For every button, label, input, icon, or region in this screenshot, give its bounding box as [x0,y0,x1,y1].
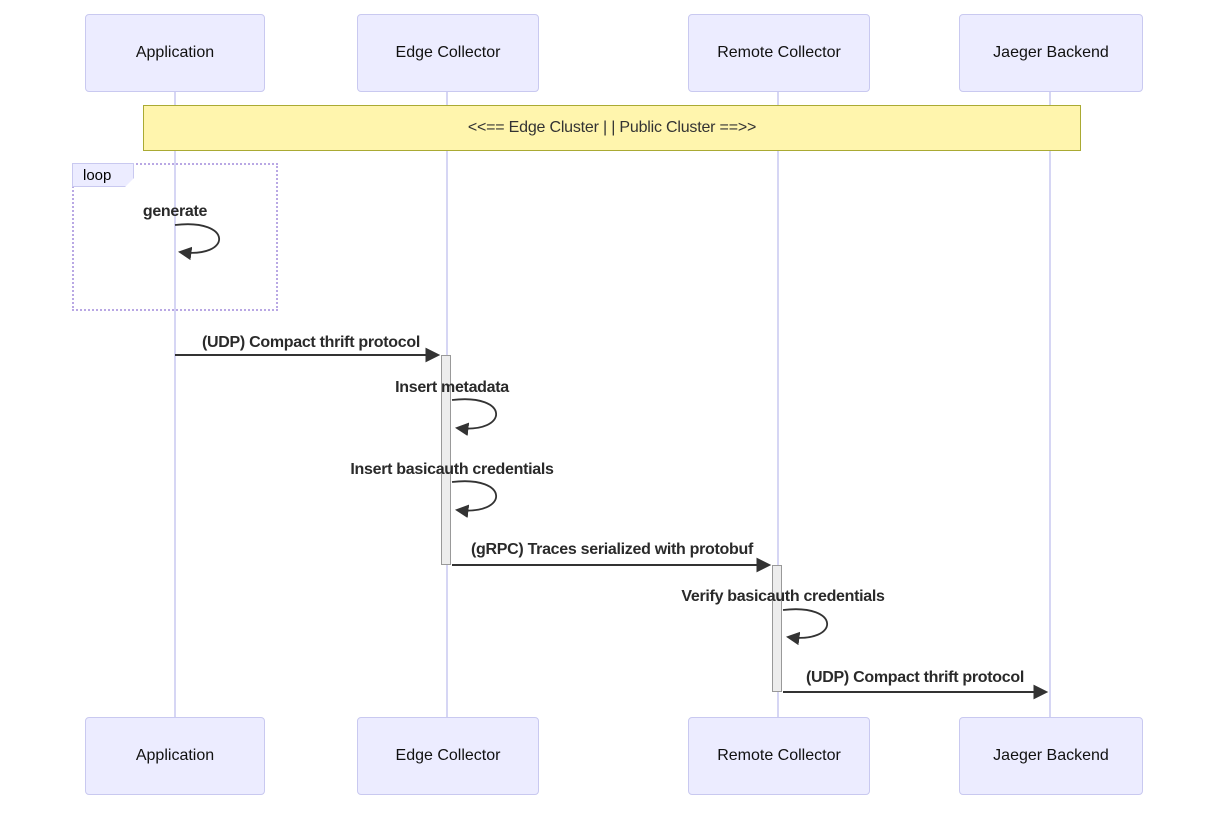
participant-label: Edge Collector [395,44,501,61]
participant-label: Application [135,44,215,61]
participant-label: Edge Collector [395,747,501,764]
message-label-generate: generate [142,203,208,220]
participant-remote-collector-bottom: Remote Collector [688,717,870,795]
message-label-insert-metadata: Insert metadata [395,379,509,396]
self-arrow-insert-metadata [451,398,497,436]
participant-label: Remote Collector [717,44,841,61]
loop-frame: loop [72,163,278,311]
cluster-note-text: <<== Edge Cluster | | Public Cluster ==>… [467,119,757,136]
activation-remote-collector [772,565,782,692]
participant-edge-collector-bottom: Edge Collector [357,717,539,795]
participant-label: Application [135,747,215,764]
message-label-udp-thrift-2: (UDP) Compact thrift protocol [806,669,1024,686]
participant-jaeger-backend-top: Jaeger Backend [959,14,1143,92]
message-label-insert-basicauth: Insert basicauth credentials [350,461,554,478]
participant-jaeger-backend-bottom: Jaeger Backend [959,717,1143,795]
participant-label: Remote Collector [717,747,841,764]
participant-edge-collector-top: Edge Collector [357,14,539,92]
participant-label: Jaeger Backend [993,44,1109,61]
message-label-verify-basicauth: Verify basicauth credentials [681,588,885,605]
participant-remote-collector-top: Remote Collector [688,14,870,92]
message-label-grpc-protobuf: (gRPC) Traces serialized with protobuf [471,541,753,558]
self-arrow-generate [174,223,220,261]
participant-application-bottom: Application [85,717,265,795]
participant-application-top: Application [85,14,265,92]
loop-label: loop [83,166,112,184]
participant-label: Jaeger Backend [993,747,1109,764]
message-label-udp-thrift-1: (UDP) Compact thrift protocol [202,334,420,351]
self-arrow-verify-basicauth [782,608,828,646]
activation-edge-collector [441,355,451,565]
loop-label-tab: loop [72,163,134,187]
self-arrow-insert-basicauth [451,480,497,518]
cluster-note: <<== Edge Cluster | | Public Cluster ==>… [143,105,1081,151]
